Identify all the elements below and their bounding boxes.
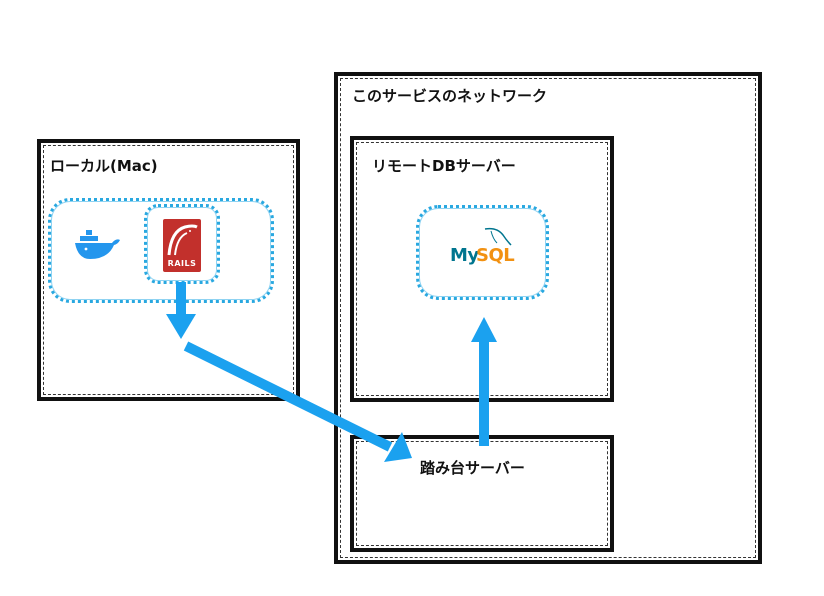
bastion-to-db-arrow: [471, 317, 497, 446]
local-box: [37, 139, 300, 401]
mysql-logo-my: My: [450, 245, 479, 266]
docker-logo-icon: [75, 230, 120, 259]
local-label: ローカル(Mac): [50, 157, 158, 175]
mysql-logo-sql: SQL: [476, 245, 515, 266]
rails-logo-text: RAILS: [167, 259, 197, 268]
local-app-cluster: [48, 198, 274, 303]
mysql-cluster: [416, 205, 549, 300]
rails-logo-icon: RAILS: [163, 219, 201, 272]
rails-down-arrow: [166, 282, 196, 339]
mysql-logo-icon: My SQL: [449, 225, 521, 269]
local-to-bastion-arrow: [183, 341, 412, 462]
bastion-label: 踏み台サーバー: [420, 459, 525, 477]
service-network-label: このサービスのネットワーク: [352, 87, 548, 105]
remote-db-label: リモートDBサーバー: [372, 157, 516, 175]
service-network-box: [334, 72, 762, 564]
